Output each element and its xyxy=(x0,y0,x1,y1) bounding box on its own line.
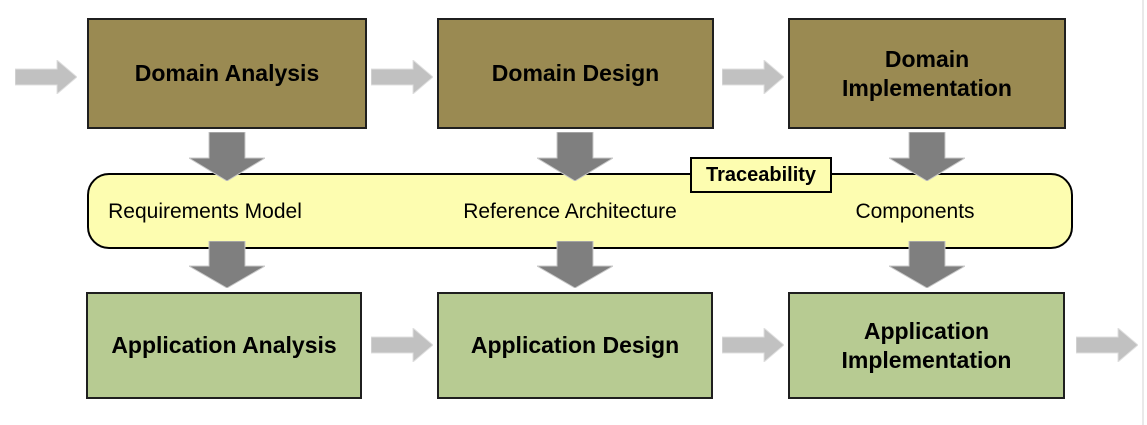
reference-architecture-label: Reference Architecture xyxy=(463,200,677,223)
requirements-model-label: Requirements Model xyxy=(108,200,302,223)
arrow-app-design-to-implementation-icon xyxy=(722,328,784,362)
components-label: Components xyxy=(855,200,975,223)
down-arrow-domain-implementation-icon xyxy=(889,132,965,181)
traceability-label: Traceability xyxy=(705,163,817,186)
traceability-tag: Traceability xyxy=(690,157,832,193)
arrow-app-analysis-to-design-icon xyxy=(371,328,433,362)
exit-arrow-icon xyxy=(1076,328,1138,362)
domain-design-box: Domain Design xyxy=(437,18,714,129)
domain-implementation-box: Domain Implementation xyxy=(788,18,1066,129)
entry-arrow-icon xyxy=(15,60,77,94)
arrow-design-to-implementation-icon xyxy=(722,60,784,94)
application-design-box: Application Design xyxy=(437,292,713,399)
application-implementation-label: Application Implementation xyxy=(841,317,1012,373)
domain-implementation-label: Domain Implementation xyxy=(842,45,1012,101)
page-edge-line xyxy=(1142,0,1144,425)
application-design-label: Application Design xyxy=(470,332,680,359)
arrow-analysis-to-design-icon xyxy=(371,60,433,94)
application-analysis-box: Application Analysis xyxy=(86,292,362,399)
down-arrow-requirements-icon xyxy=(189,241,265,288)
domain-design-label: Domain Design xyxy=(491,60,660,87)
domain-analysis-label: Domain Analysis xyxy=(134,60,320,87)
down-arrow-domain-design-icon xyxy=(537,132,613,181)
application-analysis-label: Application Analysis xyxy=(111,332,337,359)
domain-analysis-box: Domain Analysis xyxy=(87,18,367,129)
down-arrow-reference-architecture-icon xyxy=(537,241,613,288)
down-arrow-components-icon xyxy=(889,241,965,288)
down-arrow-domain-analysis-icon xyxy=(189,132,265,181)
application-implementation-box: Application Implementation xyxy=(788,292,1065,399)
